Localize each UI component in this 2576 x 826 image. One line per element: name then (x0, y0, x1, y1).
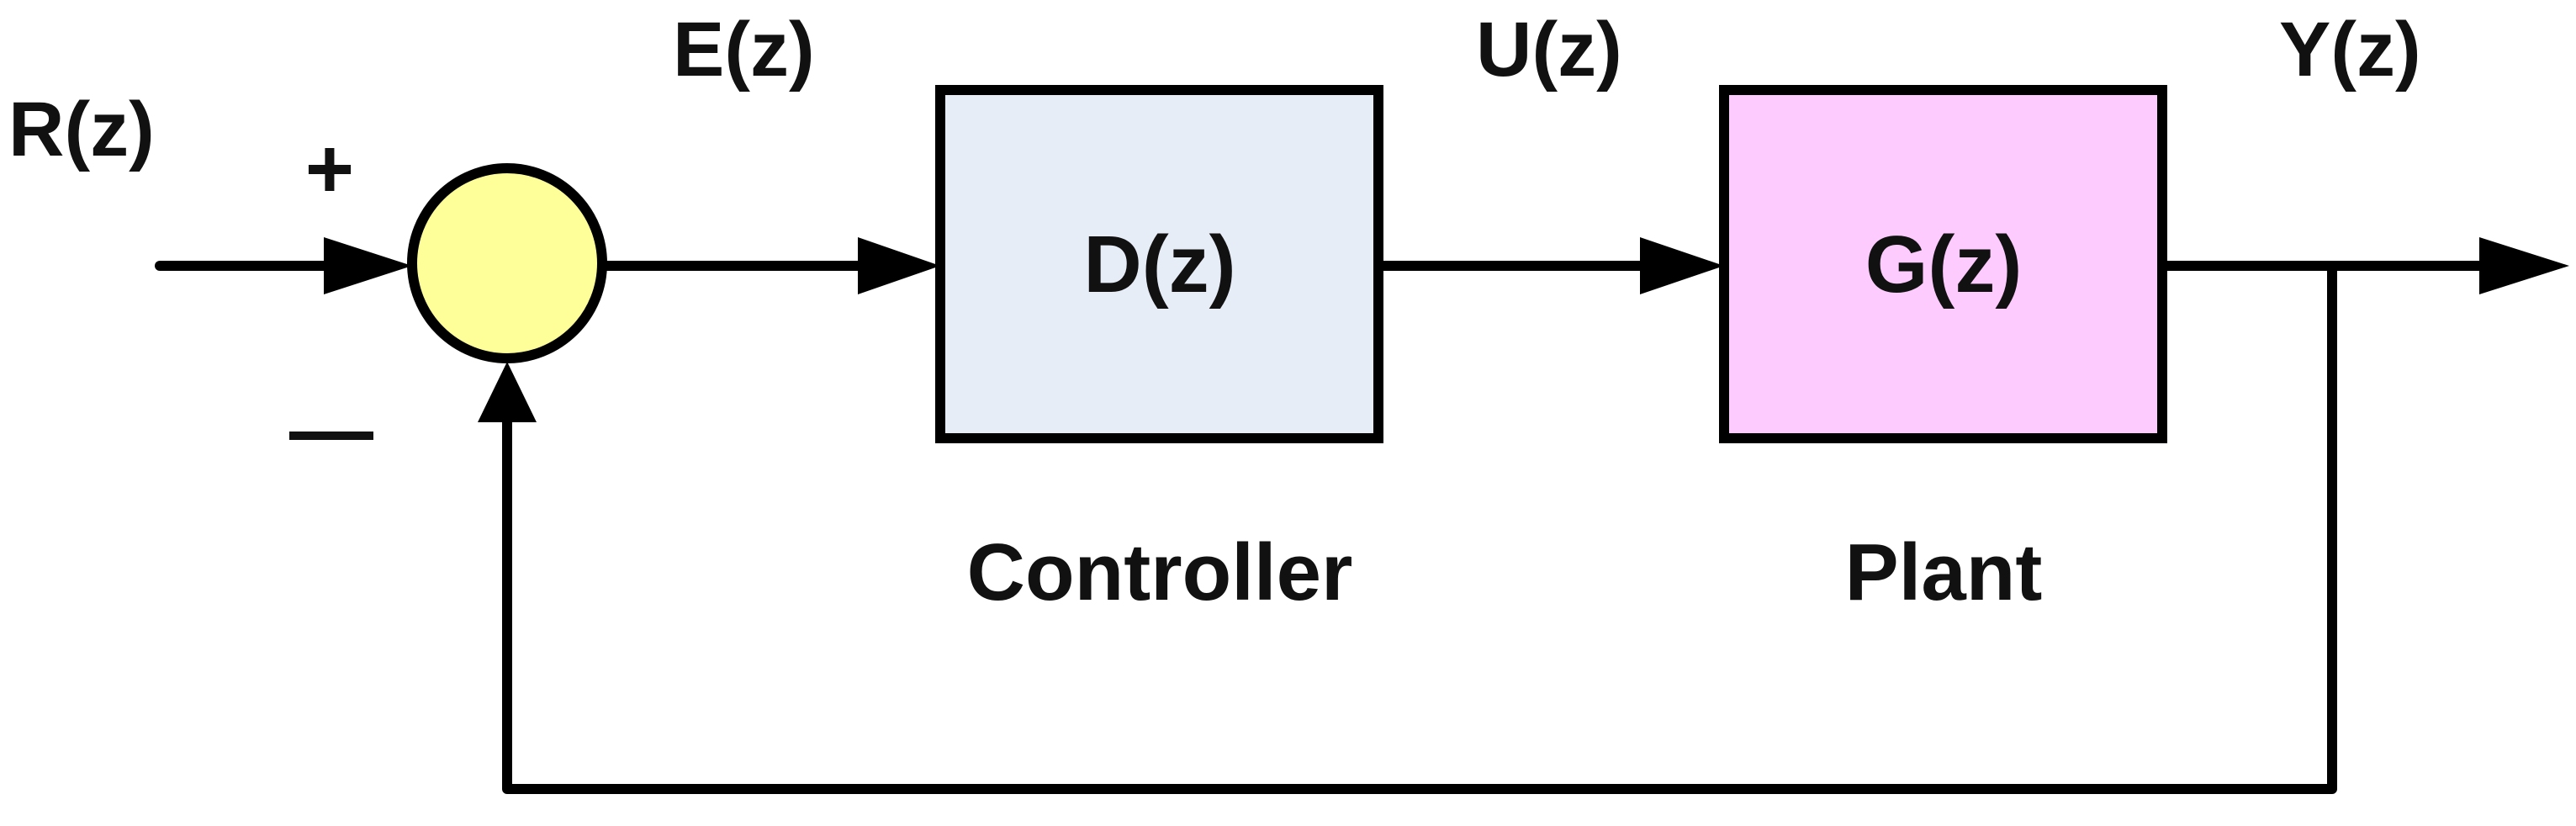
output-arrowhead (2479, 237, 2569, 294)
control-arrowhead (1640, 237, 1724, 294)
summing-junction (407, 163, 607, 363)
error-signal-label: E(z) (673, 7, 815, 93)
feedback-path (502, 261, 2337, 794)
plus-sign: + (305, 122, 354, 216)
plant-caption: Plant (1845, 527, 2043, 617)
feedback-arrowhead (478, 362, 537, 422)
control-signal-label: U(z) (1476, 7, 1622, 93)
output-signal-label: Y(z) (2279, 7, 2421, 93)
controller-transfer-function: D(z) (1083, 220, 1235, 310)
error-arrowhead (858, 237, 940, 294)
plant-block (1719, 85, 2167, 443)
plant-transfer-function: G(z) (1865, 220, 2023, 310)
input-arrowhead (324, 237, 412, 294)
minus-sign: — (289, 383, 373, 477)
input-signal-label: R(z) (8, 87, 155, 172)
controller-caption: Controller (967, 527, 1353, 617)
